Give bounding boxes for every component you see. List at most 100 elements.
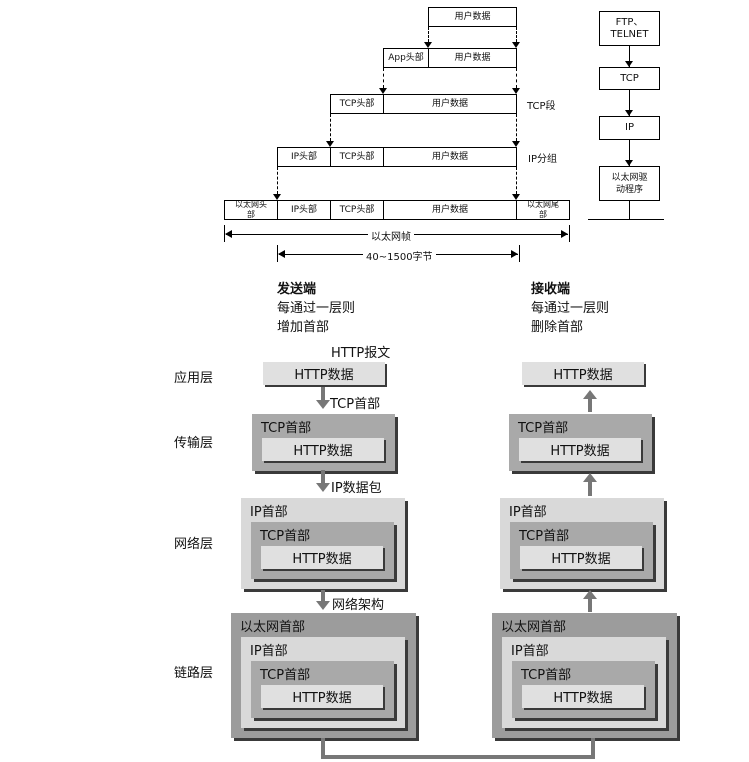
dashed-connector bbox=[516, 68, 517, 88]
receiver-application-packet: HTTP数据 bbox=[522, 362, 644, 385]
ip-packet-box: IP首部 TCP首部 HTTP数据 bbox=[500, 498, 664, 589]
layer-label-network: 网络层 bbox=[174, 537, 214, 552]
user-data-cell: 用户数据 bbox=[383, 200, 517, 220]
arrow-down-icon bbox=[625, 110, 633, 116]
arrow-down-icon bbox=[379, 88, 387, 94]
user-data-cell: 用户数据 bbox=[428, 48, 517, 68]
http-data-box: HTTP数据 bbox=[522, 685, 644, 708]
arrow-up-icon bbox=[583, 390, 597, 399]
arrow-shaft bbox=[588, 481, 592, 496]
sender-desc-line1: 每通过一层则 bbox=[277, 301, 356, 316]
arrow-down-icon bbox=[625, 160, 633, 166]
ip-header-label: IP首部 bbox=[250, 644, 288, 659]
tcp-header-label: TCP首部 bbox=[260, 529, 311, 544]
tcp-header-label: TCP首部 bbox=[521, 668, 572, 683]
receiver-desc-line1: 每通过一层则 bbox=[531, 301, 610, 316]
ip-header-label: IP首部 bbox=[509, 505, 547, 520]
arrow-down-icon bbox=[316, 601, 330, 610]
arrow-down-icon bbox=[326, 141, 334, 147]
http-data-box: HTTP数据 bbox=[522, 362, 644, 385]
sender-application-packet: HTTP数据 bbox=[263, 362, 385, 385]
receiver-link-frame: 以太网首部 IP首部 TCP首部 HTTP数据 bbox=[492, 613, 677, 738]
eth-header-label: 以太网首部 bbox=[240, 620, 306, 635]
dashed-connector bbox=[516, 114, 517, 141]
arrow-down-icon bbox=[512, 42, 520, 48]
tcp-header-label: TCP首部 bbox=[261, 421, 312, 436]
receiver-title: 接收端 bbox=[531, 282, 571, 297]
http-message-label: HTTP报文 bbox=[331, 346, 391, 361]
http-data-box: HTTP数据 bbox=[262, 438, 384, 461]
payload-size-label: 40~1500字节 bbox=[363, 248, 436, 263]
arrow-shaft bbox=[588, 598, 592, 612]
arrow-shaft bbox=[321, 470, 325, 484]
dashed-connector bbox=[428, 27, 429, 42]
ip-packet-box: IP首部 TCP首部 HTTP数据 bbox=[241, 498, 405, 589]
ip-packet-box: IP首部 TCP首部 HTTP数据 bbox=[241, 637, 405, 728]
dimension-tick bbox=[569, 225, 570, 242]
arrow-left-icon bbox=[225, 230, 232, 238]
tcp-segment-box: TCP首部 HTTP数据 bbox=[251, 522, 394, 579]
ip-datagram-flow-label: IP数据包 bbox=[331, 481, 382, 496]
tcp-header-label: TCP首部 bbox=[519, 529, 570, 544]
arrow-down-icon bbox=[512, 141, 520, 147]
ip-header-label: IP首部 bbox=[511, 644, 549, 659]
sender-title: 发送端 bbox=[277, 282, 317, 297]
arrow-left-icon bbox=[278, 250, 285, 258]
user-data-cell: 用户数据 bbox=[383, 94, 517, 114]
arrow-down-icon bbox=[316, 400, 330, 409]
arrow-shaft bbox=[321, 590, 325, 602]
http-data-box: HTTP数据 bbox=[519, 438, 641, 461]
arrow-down-icon bbox=[424, 42, 432, 48]
user-data-cell: 用户数据 bbox=[428, 7, 517, 27]
tcp-segment-box: TCP首部 HTTP数据 bbox=[512, 661, 655, 718]
tcp-header-cell: TCP头部 bbox=[330, 94, 384, 114]
dashed-connector bbox=[516, 27, 517, 42]
http-data-box: HTTP数据 bbox=[261, 685, 383, 708]
physical-link-line bbox=[321, 738, 595, 759]
dashed-connector bbox=[330, 114, 331, 141]
receiver-transport-packet: TCP首部 HTTP数据 bbox=[509, 414, 652, 471]
dimension-tick bbox=[224, 225, 225, 242]
network-flow-label: 网络架构 bbox=[332, 598, 385, 613]
http-data-box: HTTP数据 bbox=[261, 546, 383, 569]
tcp-segment-box: TCP首部 HTTP数据 bbox=[252, 414, 395, 471]
arrow-down-icon bbox=[273, 194, 281, 200]
tcp-header-cell: TCP头部 bbox=[330, 200, 384, 220]
layer-label-link: 链路层 bbox=[174, 666, 214, 681]
ip-header-label: IP首部 bbox=[250, 505, 288, 520]
ip-packet-label: IP分组 bbox=[528, 154, 557, 165]
http-data-box: HTTP数据 bbox=[520, 546, 642, 569]
tcp-segment-label: TCP段 bbox=[527, 101, 556, 112]
receiver-network-packet: IP首部 TCP首部 HTTP数据 bbox=[500, 498, 664, 589]
dimension-tick bbox=[519, 245, 520, 262]
arrow-down-icon bbox=[512, 88, 520, 94]
arrow-down-icon bbox=[316, 483, 330, 492]
arrow-shaft bbox=[321, 387, 325, 401]
ip-packet-box: IP首部 TCP首部 HTTP数据 bbox=[502, 637, 666, 728]
ip-header-cell: IP头部 bbox=[277, 147, 331, 167]
ip-header-cell: IP头部 bbox=[277, 200, 331, 220]
tcp-header-flow-label: TCP首部 bbox=[330, 397, 381, 412]
stack-item-application: FTP、TELNET bbox=[599, 11, 660, 46]
tcp-header-label: TCP首部 bbox=[518, 421, 569, 436]
sender-desc-line2: 增加首部 bbox=[277, 320, 330, 335]
stack-item-ip: IP bbox=[599, 116, 660, 140]
eth-trailer-cell: 以太网尾部 bbox=[516, 200, 570, 220]
arrow-right-icon bbox=[511, 250, 518, 258]
sender-transport-packet: TCP首部 HTTP数据 bbox=[252, 414, 395, 471]
stack-item-tcp: TCP bbox=[599, 67, 660, 90]
arrow-shaft bbox=[588, 398, 592, 412]
eth-header-cell: 以太网头部 bbox=[224, 200, 278, 220]
dashed-connector bbox=[277, 167, 278, 194]
eth-header-label: 以太网首部 bbox=[501, 620, 567, 635]
tcp-header-cell: TCP头部 bbox=[330, 147, 384, 167]
tcp-header-label: TCP首部 bbox=[260, 668, 311, 683]
sender-link-frame: 以太网首部 IP首部 TCP首部 HTTP数据 bbox=[231, 613, 416, 738]
tcp-segment-box: TCP首部 HTTP数据 bbox=[509, 414, 652, 471]
dashed-connector bbox=[383, 68, 384, 88]
layer-label-application: 应用层 bbox=[174, 371, 214, 386]
dashed-connector bbox=[516, 167, 517, 194]
sender-network-packet: IP首部 TCP首部 HTTP数据 bbox=[241, 498, 405, 589]
arrow-up-icon bbox=[583, 473, 597, 482]
